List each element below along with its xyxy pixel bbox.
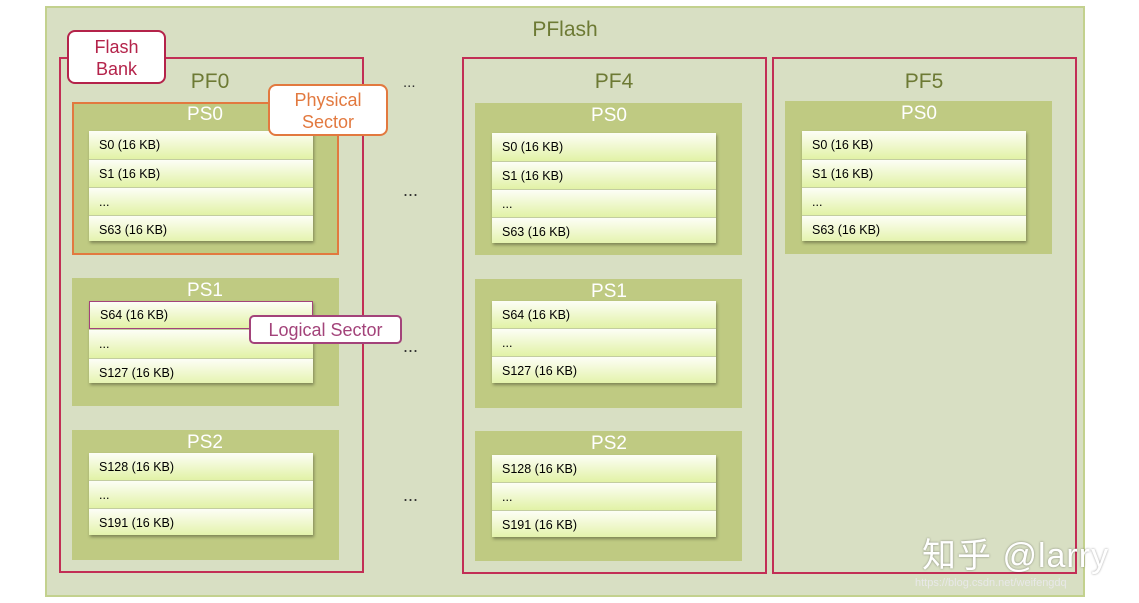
pf5-ps0-label: PS0 <box>901 103 937 124</box>
pf0-ps0-label: PS0 <box>187 104 223 125</box>
ellipsis-top: ... <box>403 74 416 91</box>
pf4-ps0-label: PS0 <box>591 105 627 126</box>
sector-row: S1 (16 KB) <box>492 161 716 189</box>
watermark: 知乎 @larry <box>922 537 1110 575</box>
sector-row: ... <box>492 482 716 510</box>
sector-row: S63 (16 KB) <box>802 215 1026 241</box>
sector-row: S128 (16 KB) <box>492 455 716 482</box>
pf4-ps1-label: PS1 <box>591 281 627 302</box>
pf0-ps0-sectors: S0 (16 KB) S1 (16 KB) ... S63 (16 KB) <box>89 131 313 241</box>
pf4-ps1-sectors: S64 (16 KB) ... S127 (16 KB) <box>492 301 716 383</box>
sector-row: ... <box>492 189 716 217</box>
bank-pf0-label: PF0 <box>190 70 230 93</box>
sector-row: S1 (16 KB) <box>802 159 1026 187</box>
pf5-ps0-sectors: S0 (16 KB) S1 (16 KB) ... S63 (16 KB) <box>802 131 1026 241</box>
pf0-ps1-label: PS1 <box>187 280 223 301</box>
sector-row: S127 (16 KB) <box>89 358 313 383</box>
sector-row: S0 (16 KB) <box>492 133 716 161</box>
sector-row: ... <box>89 187 313 215</box>
ellipsis-ps0: ... <box>403 180 419 200</box>
ellipsis-column <box>371 57 456 571</box>
pf4-ps2-label: PS2 <box>591 433 627 454</box>
sector-row: ... <box>492 328 716 356</box>
sector-row: S0 (16 KB) <box>802 131 1026 159</box>
pf4-ps0-sectors: S0 (16 KB) S1 (16 KB) ... S63 (16 KB) <box>492 133 716 243</box>
logical-sector-callout: Logical Sector <box>249 315 402 344</box>
sector-row: S63 (16 KB) <box>492 217 716 243</box>
sector-row: ... <box>802 187 1026 215</box>
sector-row: S128 (16 KB) <box>89 453 313 480</box>
sector-row: S191 (16 KB) <box>492 510 716 537</box>
sector-row: S191 (16 KB) <box>89 508 313 535</box>
physical-sector-callout: Physical Sector <box>268 84 388 136</box>
sector-row: S64 (16 KB) <box>492 301 716 328</box>
sector-row: S63 (16 KB) <box>89 215 313 241</box>
flash-bank-callout: Flash Bank <box>67 30 166 84</box>
sector-row: ... <box>89 480 313 508</box>
bank-pf5-label: PF5 <box>904 70 944 93</box>
ellipsis-ps2: ... <box>403 485 419 505</box>
pf0-ps2-label: PS2 <box>187 432 223 453</box>
bank-pf4-label: PF4 <box>594 70 634 93</box>
watermark-url: https://blog.csdn.net/weifengdq <box>915 577 1067 589</box>
diagram-title: PFlash <box>532 18 598 41</box>
pf0-ps2-sectors: S128 (16 KB) ... S191 (16 KB) <box>89 453 313 535</box>
sector-row: S127 (16 KB) <box>492 356 716 383</box>
sector-row: S1 (16 KB) <box>89 159 313 187</box>
ellipsis-ps1: ... <box>403 336 419 356</box>
pf4-ps2-sectors: S128 (16 KB) ... S191 (16 KB) <box>492 455 716 537</box>
